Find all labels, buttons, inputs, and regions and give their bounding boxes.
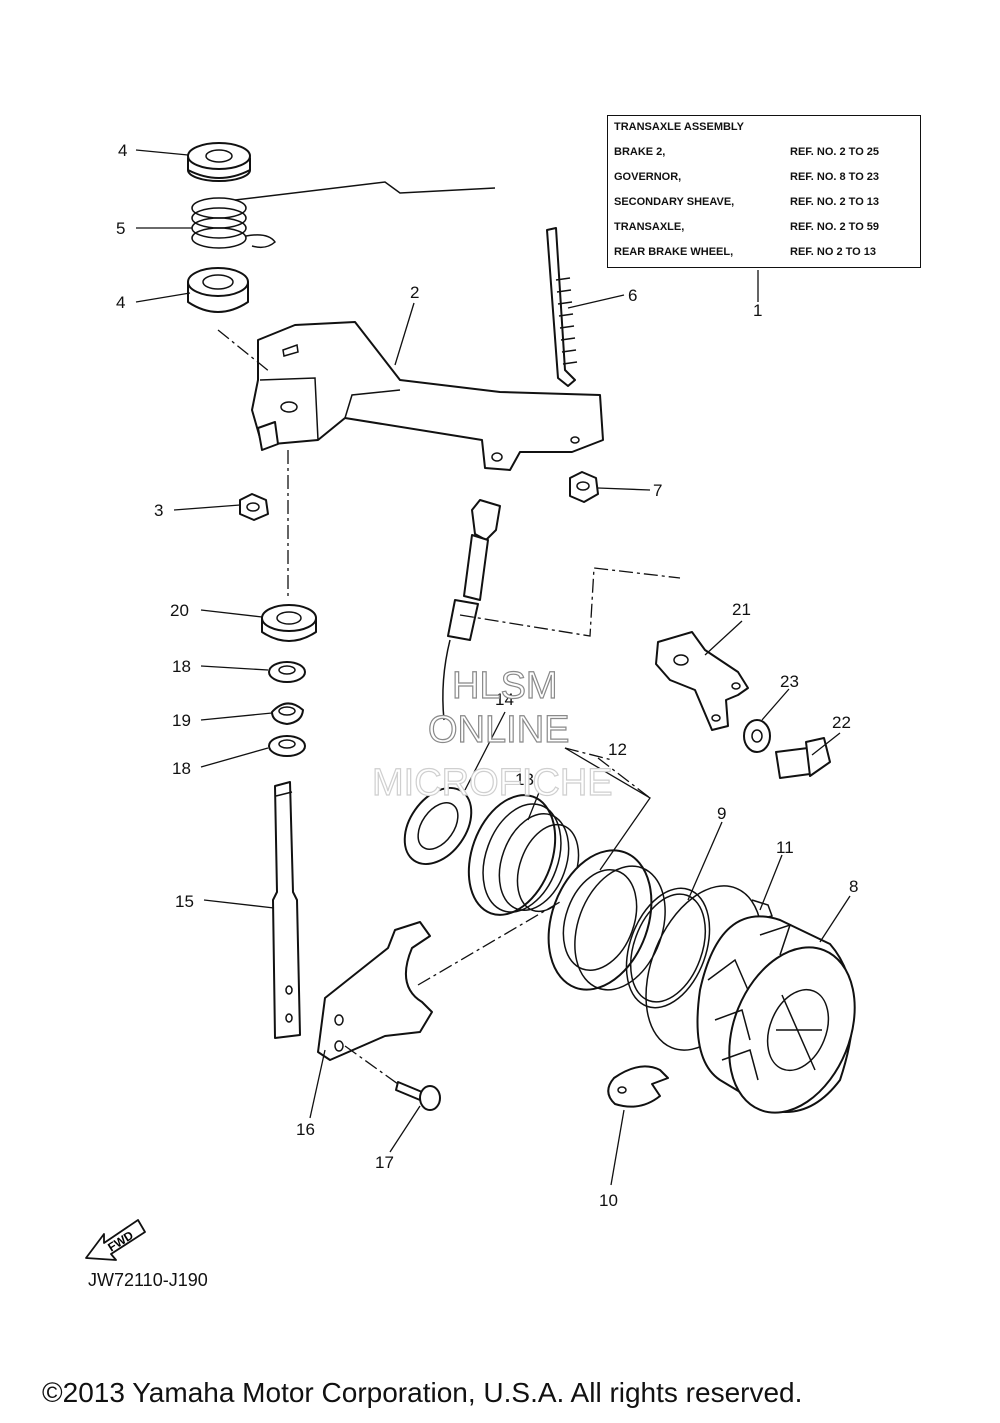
callout-12: 12 (608, 740, 627, 759)
callout-22: 22 (832, 713, 851, 732)
part-19-circlip (271, 702, 304, 725)
part-18-washer-upper (268, 661, 306, 683)
part-20-bearing (261, 604, 317, 642)
part-21-link (655, 631, 749, 731)
reference-row: GOVERNOR, REF. NO. 8 TO 23 (614, 171, 916, 187)
callout-17: 17 (375, 1153, 394, 1172)
part-23-washer (743, 719, 771, 753)
callout-4a: 4 (118, 141, 127, 160)
callout-19: 19 (172, 711, 191, 730)
reference-row-label: TRANSAXLE, (614, 221, 685, 233)
part-22-bolt (775, 737, 831, 779)
watermark: HLSM ONLINE MICROFICHE (371, 664, 613, 804)
callout-2: 2 (410, 283, 419, 302)
callout-23: 23 (780, 672, 799, 691)
part-13-boot (467, 794, 580, 916)
part-4-upper-cap (187, 142, 251, 182)
part-2-bracket (251, 321, 604, 471)
svg-text:HLSM: HLSM (452, 665, 558, 707)
callout-21: 21 (732, 600, 751, 619)
part-3-nut (239, 493, 269, 521)
callout-18a: 18 (172, 657, 191, 676)
part-5-spring (191, 181, 496, 249)
callout-5: 5 (116, 219, 125, 238)
reference-table: TRANSAXLE ASSEMBLY BRAKE 2, REF. NO. 2 T… (607, 115, 921, 268)
fwd-arrow-icon: FWD (85, 1219, 146, 1261)
part-15-shaft (272, 781, 301, 1039)
callout-18b: 18 (172, 759, 191, 778)
copyright-notice: ©2013 Yamaha Motor Corporation, U.S.A. A… (42, 1377, 803, 1408)
callout-9: 9 (717, 804, 726, 823)
part-10-clip (607, 1065, 669, 1108)
reference-row: REAR BRAKE WHEEL, REF. NO 2 TO 13 (614, 246, 916, 262)
cable-assembly (442, 499, 501, 721)
reference-row-label: REAR BRAKE WHEEL, (614, 246, 734, 258)
part-7-nut (569, 471, 599, 503)
callout-14: 14 (495, 690, 514, 709)
callout-3: 3 (154, 501, 163, 520)
reference-row: SECONDARY SHEAVE, REF. NO. 2 TO 13 (614, 196, 916, 212)
callout-10: 10 (599, 1191, 618, 1210)
part-12-sheave (547, 849, 666, 991)
svg-text:ONLINE: ONLINE (428, 709, 569, 751)
part-18-washer-lower (268, 735, 306, 757)
callout-16: 16 (296, 1120, 315, 1139)
reference-table-title: TRANSAXLE ASSEMBLY (614, 121, 744, 133)
callout-6: 6 (628, 286, 637, 305)
reference-row-ref: REF. NO. 8 TO 23 (790, 171, 880, 183)
reference-row-label: GOVERNOR, (614, 171, 682, 183)
callout-15: 15 (175, 892, 194, 911)
reference-row-ref: REF. NO. 2 TO 13 (790, 196, 880, 208)
reference-row: BRAKE 2, REF. NO. 2 TO 25 (614, 146, 916, 162)
callout-13: 13 (515, 770, 534, 789)
part-4-lower-collar (187, 267, 249, 313)
part-6-adjuster-rod (546, 227, 578, 387)
part-17-screw (395, 1081, 441, 1111)
reference-row-label: BRAKE 2, (614, 146, 666, 158)
part-16-plate (317, 921, 433, 1061)
diagram-code: JW72110-J190 (88, 1270, 208, 1290)
reference-row-ref: REF. NO 2 TO 13 (790, 246, 876, 258)
callout-7: 7 (653, 481, 662, 500)
reference-row: TRANSAXLE, REF. NO. 2 TO 59 (614, 221, 916, 237)
reference-row-ref: REF. NO. 2 TO 59 (790, 221, 880, 233)
callout-20: 20 (170, 601, 189, 620)
callout-4b: 4 (116, 293, 125, 312)
svg-text:MICROFICHE: MICROFICHE (372, 762, 613, 804)
reference-row-label: SECONDARY SHEAVE, (614, 196, 735, 208)
callout-11: 11 (776, 838, 794, 857)
reference-row-ref: REF. NO. 2 TO 25 (790, 146, 880, 158)
callout-1: 1 (753, 301, 762, 320)
callout-8: 8 (849, 877, 858, 896)
leader-lines (135, 149, 851, 1186)
part-8-governor-housing (696, 915, 856, 1114)
part-14-ring (403, 787, 473, 865)
